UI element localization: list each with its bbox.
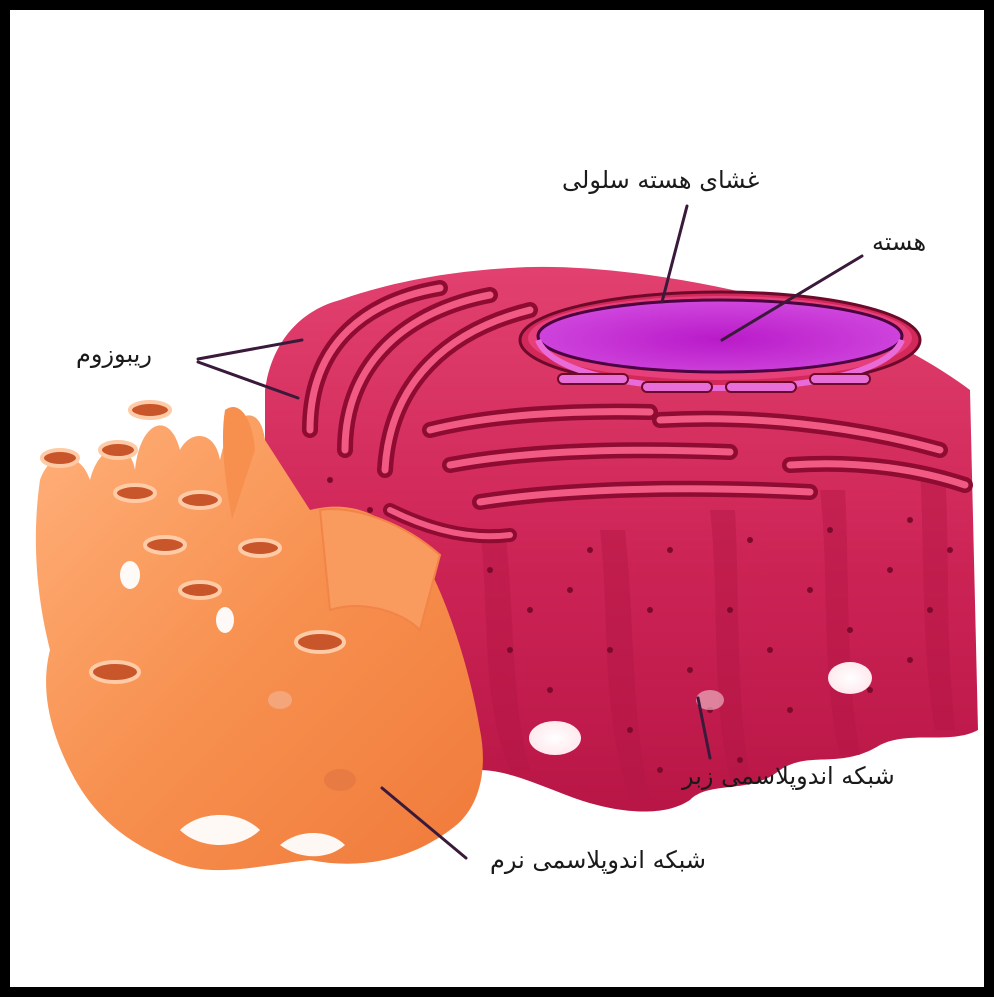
label-nucleus: هسته xyxy=(872,228,926,256)
label-smooth-er: شبکه اندوپلاسمی نرم xyxy=(490,846,706,874)
diagram-panel: غشای هسته سلولی هسته ریبوزوم شبکه اندوپل… xyxy=(10,10,984,987)
nucleus-body xyxy=(538,300,902,372)
nucleus-structure xyxy=(520,292,920,392)
rough-er-hole xyxy=(828,662,872,694)
label-nuclear-envelope: غشای هسته سلولی xyxy=(562,166,759,194)
label-rough-er: شبکه اندوپلاسمی زبر xyxy=(682,762,895,790)
label-ribosome: ریبوزوم xyxy=(76,340,152,368)
rough-er-hole xyxy=(529,721,581,755)
endoplasmic-reticulum-illustration xyxy=(10,10,984,987)
